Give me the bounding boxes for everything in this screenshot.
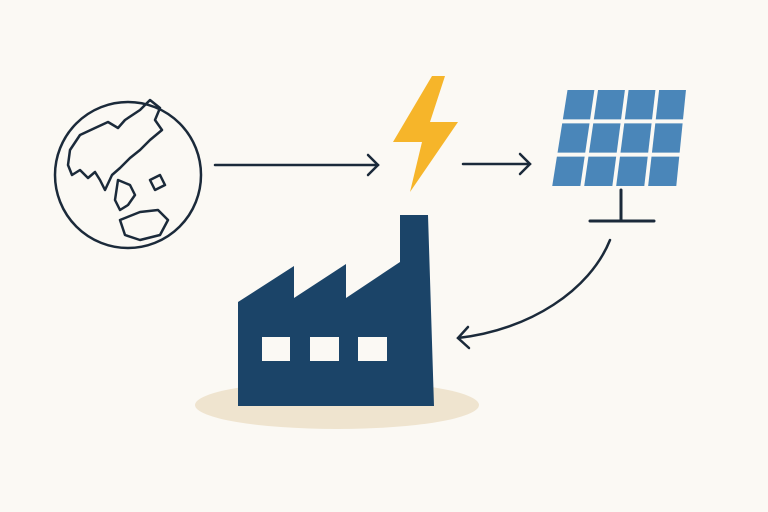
- solar-cell: [593, 90, 625, 120]
- solar-panel-icon: [552, 90, 686, 186]
- factory-window: [358, 337, 387, 361]
- solar-cell: [655, 90, 686, 120]
- arrow-globe-to-energy: [213, 153, 380, 177]
- solar-cell: [616, 156, 648, 186]
- solar-cell: [620, 123, 652, 153]
- factory-window: [310, 337, 339, 361]
- factory-window: [262, 337, 290, 361]
- solar-cell: [651, 123, 683, 153]
- arrow-solar-to-factory: [456, 238, 612, 350]
- globe-icon: [53, 98, 203, 250]
- solar-cell: [557, 123, 590, 153]
- lightning-bolt-icon: [393, 76, 458, 192]
- solar-cell: [648, 156, 680, 186]
- solar-panel-stand: [588, 188, 656, 223]
- arrow-energy-to-solar: [461, 152, 532, 176]
- solar-cell: [624, 90, 656, 120]
- solar-cell: [589, 123, 621, 153]
- solar-cell: [552, 156, 585, 186]
- factory-icon: [238, 215, 434, 406]
- solar-cell: [584, 156, 617, 186]
- solar-cell: [562, 90, 595, 120]
